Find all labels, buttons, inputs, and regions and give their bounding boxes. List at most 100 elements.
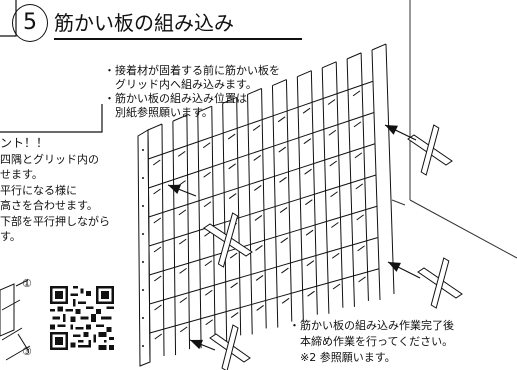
shelf-board-depth	[331, 252, 340, 259]
shelf-board	[223, 123, 249, 134]
shelf-board-depth	[254, 185, 262, 191]
shelf-board-depth	[230, 282, 238, 289]
shelf-board-depth	[304, 168, 312, 175]
shelf-board	[274, 167, 300, 177]
vertical-partition-edge	[236, 97, 242, 336]
shelf-board-depth	[303, 138, 312, 145]
shelf-board-depth	[329, 160, 338, 167]
shelf-board-depth	[256, 305, 264, 311]
shelf-board-depth	[307, 290, 315, 297]
point-notes: ント！！ 四隅とグリッド内の せます。 平行になる様に 高さを合わせます。 下部…	[0, 136, 110, 245]
step-number-badge: 5	[12, 4, 48, 42]
shelf-board	[226, 303, 252, 313]
shelf-board	[325, 182, 351, 192]
shelf-board	[251, 296, 278, 305]
shelf-board-depth	[179, 267, 187, 274]
qr-code-icon	[50, 286, 114, 350]
shelf-board-depth	[255, 245, 263, 251]
shelf-board	[349, 143, 376, 153]
shelf-board	[299, 159, 325, 169]
shelf-board-depth	[305, 199, 313, 206]
partition-top-cap	[322, 61, 337, 69]
shelf-board	[250, 236, 276, 245]
shelf-board	[198, 192, 225, 202]
point-line: 四隅とグリッド内の	[0, 152, 99, 166]
shelf-board	[298, 128, 325, 139]
shelf-board-depth	[178, 238, 187, 245]
shelf-board-depth	[154, 333, 163, 340]
shelf-board-depth	[302, 107, 311, 114]
shelf-board-depth	[230, 312, 239, 318]
shelf-board-depth	[254, 215, 263, 221]
partition-top-cap	[197, 105, 212, 113]
shelf-board-depth	[229, 252, 238, 259]
top-note-line: ・接着材が固着する前に筋かい板を	[104, 64, 280, 77]
shelf-board	[249, 175, 275, 185]
shelf-board-depth	[278, 146, 287, 153]
partition-top-cap	[371, 43, 387, 51]
shelf-board	[149, 296, 176, 305]
shelf-board-depth	[352, 90, 361, 97]
shelf-board	[300, 221, 327, 230]
arrow-icon	[385, 125, 398, 135]
point-line: 平行になる様に	[0, 183, 77, 197]
shelf-board	[148, 237, 175, 247]
detail-label-1: ①	[22, 277, 32, 290]
shelf-board	[174, 229, 200, 239]
vertical-partition-edge	[285, 79, 293, 322]
shelf-board	[274, 198, 301, 208]
shelf-board-depth	[205, 319, 213, 326]
completion-note-line: ・筋かい板の組み込み作業完了後	[289, 319, 454, 332]
shelf-board	[148, 208, 175, 218]
shelf-board-depth	[152, 159, 161, 166]
shelf-board-depth	[331, 222, 339, 228]
vertical-partition-edge	[186, 115, 191, 350]
shelf-board-depth	[153, 188, 161, 195]
shelf-board	[275, 228, 302, 238]
partition-top-cap	[222, 96, 237, 104]
shelf-board	[175, 318, 201, 327]
shelf-board	[273, 137, 299, 147]
detail-diagram	[0, 279, 31, 361]
partition-top-cap	[297, 70, 312, 78]
shelf-board-depth	[353, 121, 362, 128]
point-line: す。	[0, 230, 21, 243]
shelf-board-depth	[253, 155, 262, 161]
shelf-board	[347, 80, 374, 91]
shelf-board	[249, 206, 276, 215]
partition-top-cap	[346, 52, 362, 60]
vertical-partition-edge	[385, 43, 395, 295]
shelf-board	[348, 112, 375, 122]
shelf-board-depth	[357, 245, 365, 252]
point-heading: ント！！	[0, 136, 49, 150]
shelf-board-depth	[354, 152, 363, 159]
shelf-board	[324, 151, 351, 161]
arrow-icon	[388, 262, 401, 272]
shelf-board-depth	[203, 171, 211, 178]
vertical-partition-edge	[310, 70, 318, 315]
side-panel	[137, 129, 151, 367]
shelf-board	[148, 179, 174, 189]
shelf-board-depth	[255, 275, 264, 281]
brace-board	[217, 212, 239, 268]
shelf-board-depth	[154, 304, 162, 311]
shelf-board-depth	[252, 125, 261, 131]
vertical-partition-edge	[161, 123, 165, 357]
shelf-board	[276, 289, 303, 298]
vertical-partition-edge	[261, 88, 267, 329]
shelf-board	[148, 149, 174, 160]
shelf-board	[173, 141, 199, 151]
dowel-hole	[142, 149, 144, 151]
brace-board	[420, 124, 440, 176]
completion-note-line: ※2 参照願います。	[289, 351, 396, 364]
shelf-board-depth	[281, 297, 290, 304]
shelf-board-depth	[277, 116, 286, 123]
brace-board	[430, 257, 450, 309]
shelf-board-depth	[356, 214, 364, 221]
shelf-board-depth	[279, 207, 288, 213]
shelf-board	[173, 200, 200, 210]
shelf-board	[350, 174, 377, 184]
partition-top-cap	[272, 79, 287, 87]
shelf-board-depth	[203, 201, 212, 208]
